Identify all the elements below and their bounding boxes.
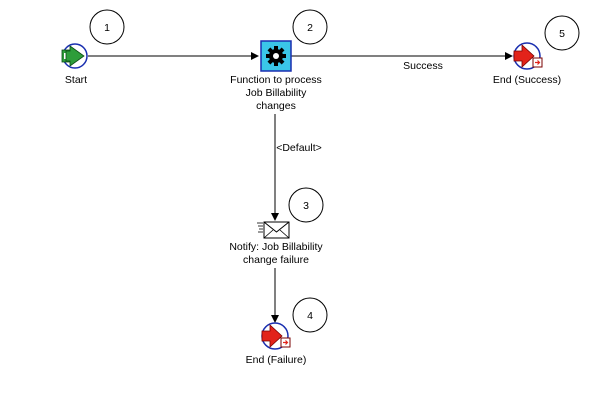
end-arrow-icon xyxy=(513,42,543,70)
step-number: 4 xyxy=(307,310,313,322)
node-label-line-1: Function to process xyxy=(230,74,322,86)
gear-function-icon xyxy=(260,40,292,72)
step-number: 1 xyxy=(104,22,110,34)
start-arrow-icon xyxy=(61,43,88,69)
end-failure-node[interactable]: End (Failure) xyxy=(246,322,307,366)
node-label-line-2: change failure xyxy=(243,254,309,266)
step-marker-5: 5 xyxy=(544,15,580,51)
step-marker-1: 1 xyxy=(89,9,125,45)
step-number: 3 xyxy=(303,200,309,212)
notify-node[interactable]: Notify: Job Billability change failure xyxy=(229,221,323,266)
step-marker-2: 2 xyxy=(292,9,328,45)
step-number: 2 xyxy=(307,22,313,34)
node-label-line-1: Notify: Job Billability xyxy=(229,241,323,253)
end-success-node[interactable]: End (Success) xyxy=(493,42,561,86)
node-label-line-2: Job Billability xyxy=(246,87,307,99)
node-label: Start xyxy=(65,74,87,86)
node-label: End (Success) xyxy=(493,74,561,86)
node-label: End (Failure) xyxy=(246,354,307,366)
step-marker-4: 4 xyxy=(292,297,328,333)
edge-label-default: <Default> xyxy=(276,142,322,154)
node-label-line-3: changes xyxy=(256,100,296,112)
end-arrow-icon xyxy=(261,322,291,350)
edge-label-success: Success xyxy=(403,60,443,72)
function-node[interactable]: Function to process Job Billability chan… xyxy=(230,40,322,112)
start-node[interactable]: Start xyxy=(61,43,88,86)
step-number: 5 xyxy=(559,28,565,40)
envelope-notification-icon xyxy=(257,221,290,239)
step-marker-3: 3 xyxy=(288,187,324,223)
